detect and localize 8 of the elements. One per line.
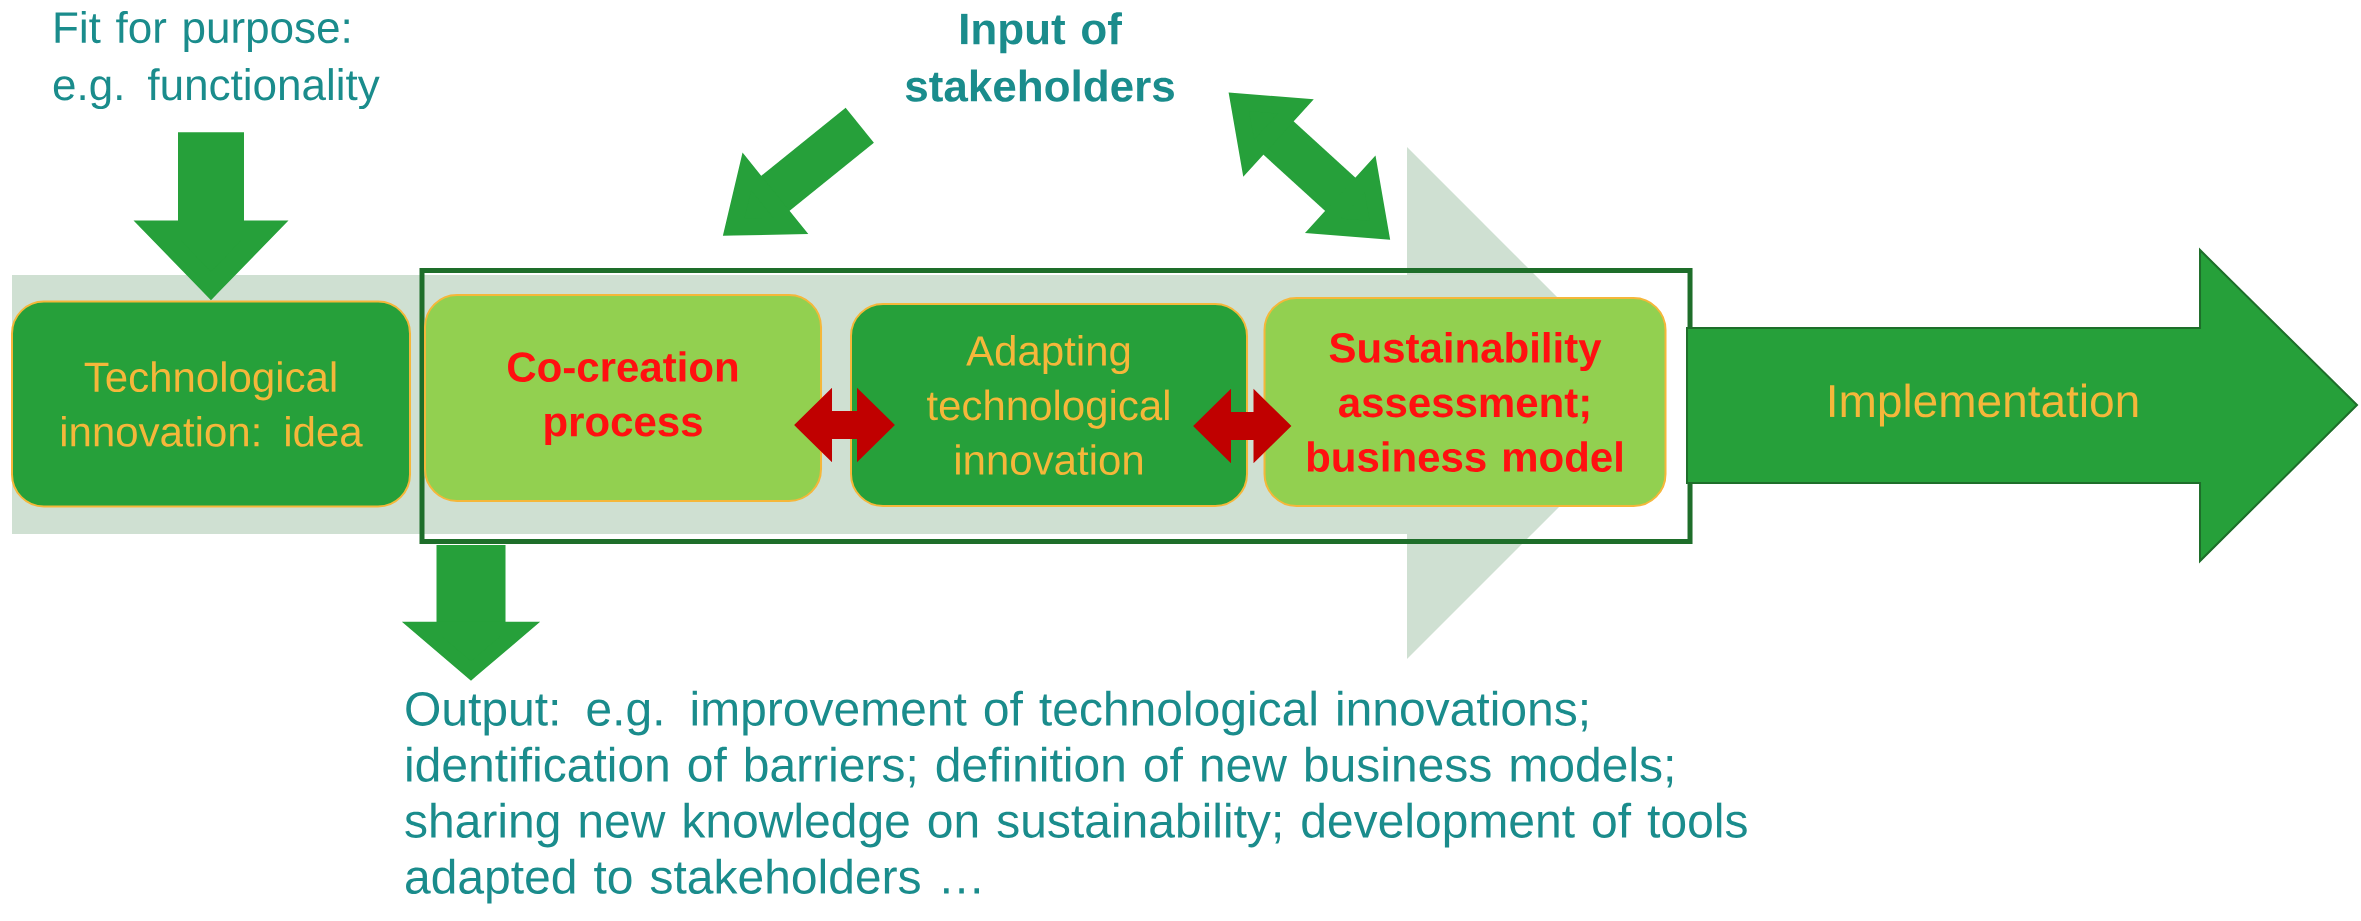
process-box: Adapting technological innovation — [850, 303, 1248, 507]
process-box: Technological innovation: idea — [11, 300, 411, 508]
group-frame — [419, 268, 1693, 544]
caption-text: Fit for purpose: e.g. functionality — [53, 10, 380, 110]
heading-text: Input of stakeholders — [905, 12, 1174, 102]
process-box: Co-creation process — [424, 294, 822, 502]
process-box: Sustainability assessment; business model — [1263, 297, 1667, 507]
output-text: Output: e.g. improvement of technological innovations; identification of barriers; definition of new business models; sharing new knowledge on sustainability; development of tools adapted to stakeholders … — [405, 690, 1747, 904]
